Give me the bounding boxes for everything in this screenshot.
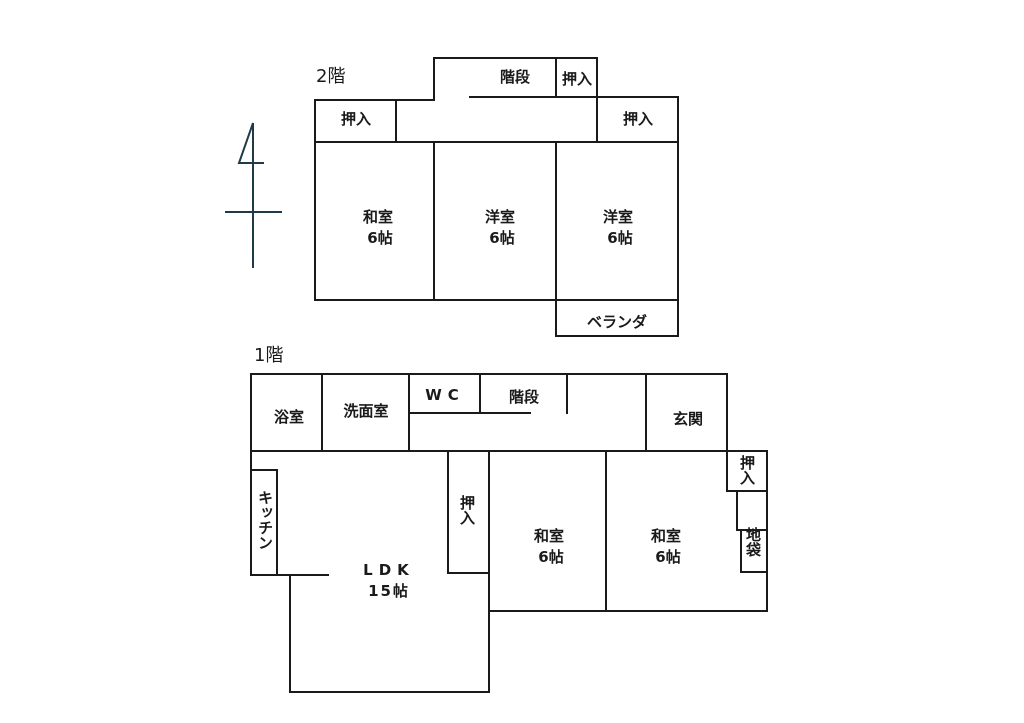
room-closet-left-2f: 押入	[341, 110, 371, 128]
room-washroom-1f: 洗面室	[343, 402, 388, 420]
room-washitsu-2f-name: 和室	[363, 208, 393, 226]
room-veranda-2f: ベランダ	[587, 313, 647, 331]
room-ldk-1f-size: 15帖	[368, 582, 410, 600]
floor1-walls	[250, 373, 768, 693]
room-youshitsu1-2f-name: 洋室	[485, 208, 515, 226]
room-stairs-2f: 階段	[500, 68, 530, 86]
floor2-walls	[314, 57, 679, 337]
room-closet-right-2f: 押入	[623, 110, 653, 128]
room-closet-top-2f: 押入	[562, 70, 592, 88]
room-youshitsu2-2f-size: 6帖	[607, 229, 632, 247]
room-ldk-1f-name: LDK	[363, 561, 415, 579]
north-arrow-icon	[225, 122, 282, 268]
floor1-labels: 浴室 洗面室 WC 階段 玄関 押入 地袋 キッチン 押入 LDK 15帖 和室…	[256, 386, 762, 600]
room-washitsu2-1f-name: 和室	[651, 527, 681, 545]
room-wc-1f: WC	[425, 386, 465, 404]
floor1-title: 1階	[254, 345, 283, 366]
room-washitsu1-1f-size: 6帖	[538, 548, 563, 566]
floor2-labels: 階段 押入 押入 押入 和室 6帖 洋室 6帖 洋室 6帖 ベランダ	[341, 68, 653, 331]
room-washitsu2-1f-size: 6帖	[655, 548, 680, 566]
room-washitsu-2f-size: 6帖	[367, 229, 392, 247]
room-entrance-1f: 玄関	[673, 410, 703, 428]
room-youshitsu2-2f-name: 洋室	[603, 208, 633, 226]
room-closet-right-1f: 押入	[738, 454, 756, 485]
room-kitchen-1f: キッチン	[256, 490, 274, 550]
room-washitsu1-1f-name: 和室	[534, 527, 564, 545]
room-closet-mid-1f: 押入	[458, 494, 476, 525]
floor2-title: 2階	[316, 66, 345, 87]
room-bath-1f: 浴室	[274, 408, 304, 426]
room-jibukuro-1f: 地袋	[744, 526, 762, 558]
room-stairs-1f: 階段	[509, 388, 539, 406]
room-youshitsu1-2f-size: 6帖	[489, 229, 514, 247]
